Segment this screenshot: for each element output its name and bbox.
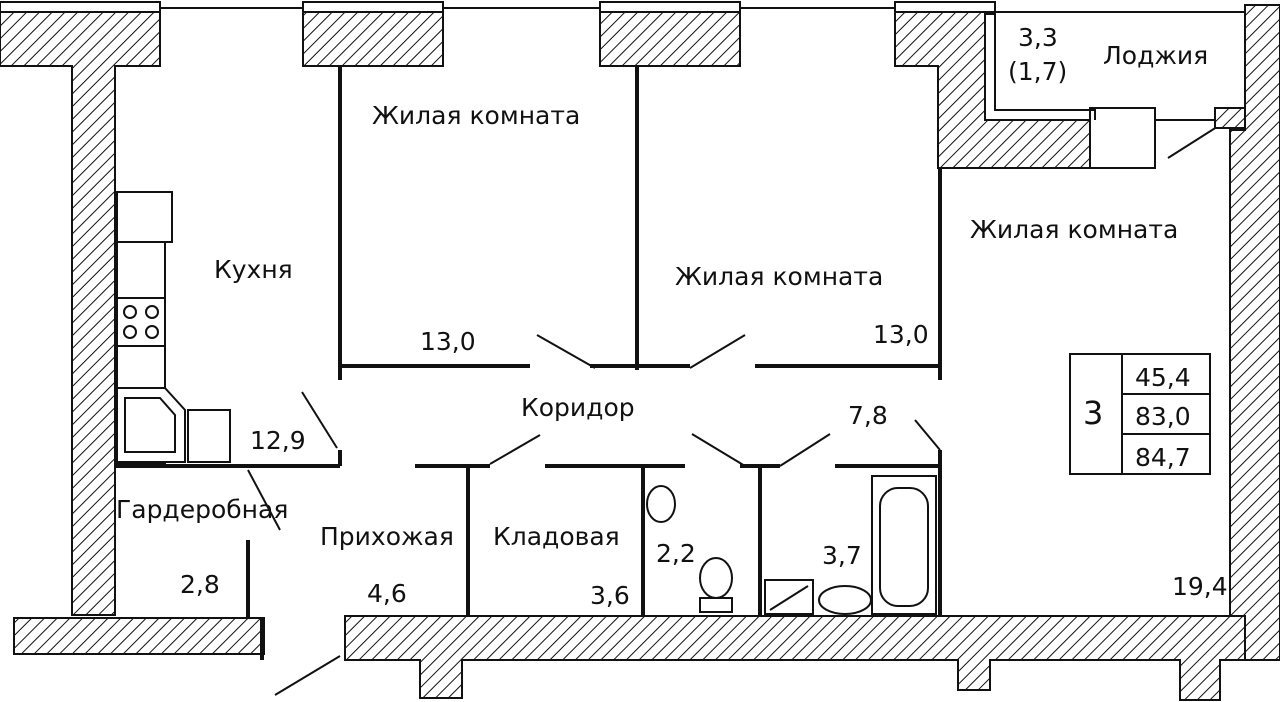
loggia-area-reduced: (1,7) bbox=[1008, 57, 1067, 86]
balcony-door bbox=[1089, 107, 1156, 169]
wall-bottom-main bbox=[344, 615, 1246, 701]
living-room-2-area: 13,0 bbox=[873, 320, 929, 349]
kitchen-fixtures bbox=[116, 191, 231, 465]
living-area-total: 45,4 bbox=[1135, 363, 1191, 392]
wall-top-left bbox=[0, 9, 161, 616]
storage-label: Кладовая bbox=[493, 522, 620, 551]
bathroom-fixtures bbox=[646, 475, 937, 615]
washbasin-bath bbox=[818, 585, 872, 615]
living-room-3-area: 19,4 bbox=[1172, 572, 1228, 601]
wc-area: 2,2 bbox=[656, 539, 696, 568]
living-room-1-area: 13,0 bbox=[420, 327, 476, 356]
living-room-1-label: Жилая комната bbox=[372, 101, 580, 130]
kitchen-label: Кухня bbox=[214, 255, 293, 284]
wall-top-right bbox=[894, 9, 1091, 169]
wall-top-pier-2 bbox=[599, 9, 741, 67]
window-4 bbox=[894, 1, 996, 13]
rooms-count: 3 bbox=[1083, 394, 1103, 432]
summary-table bbox=[1069, 353, 1211, 475]
wall-top-pier-1 bbox=[302, 9, 444, 67]
bathroom-area: 3,7 bbox=[822, 541, 862, 570]
loggia-area: 3,3 bbox=[1018, 23, 1058, 52]
door-swings bbox=[247, 124, 1221, 696]
wall-right bbox=[1229, 4, 1280, 661]
wardrobe-label: Гардеробная bbox=[116, 495, 288, 524]
living-room-3-label: Жилая комната bbox=[970, 215, 1178, 244]
window-1 bbox=[0, 1, 161, 13]
total-area-with-loggia: 84,7 bbox=[1135, 443, 1191, 472]
total-area: 83,0 bbox=[1135, 402, 1191, 431]
wall-bottom-left bbox=[13, 617, 265, 655]
corridor-area: 7,8 bbox=[848, 401, 888, 430]
storage-area: 3,6 bbox=[590, 581, 630, 610]
fridge bbox=[187, 409, 231, 463]
hallway-label: Прихожая bbox=[320, 522, 454, 551]
windows bbox=[0, 1, 1245, 169]
loggia-label: Лоджия bbox=[1103, 41, 1208, 70]
partitions bbox=[115, 66, 942, 660]
washbasin-wc bbox=[646, 485, 676, 523]
window-2 bbox=[302, 1, 444, 13]
window-3 bbox=[599, 1, 741, 13]
hob bbox=[116, 297, 166, 347]
loggia-frame bbox=[984, 13, 1246, 129]
corridor-label: Коридор bbox=[521, 393, 635, 422]
wardrobe-area: 2,8 bbox=[180, 570, 220, 599]
living-room-2-label: Жилая комната bbox=[675, 262, 883, 291]
hallway-area: 4,6 bbox=[367, 579, 407, 608]
toilet bbox=[699, 557, 733, 599]
oven bbox=[116, 191, 173, 243]
kitchen-area: 12,9 bbox=[250, 426, 306, 455]
